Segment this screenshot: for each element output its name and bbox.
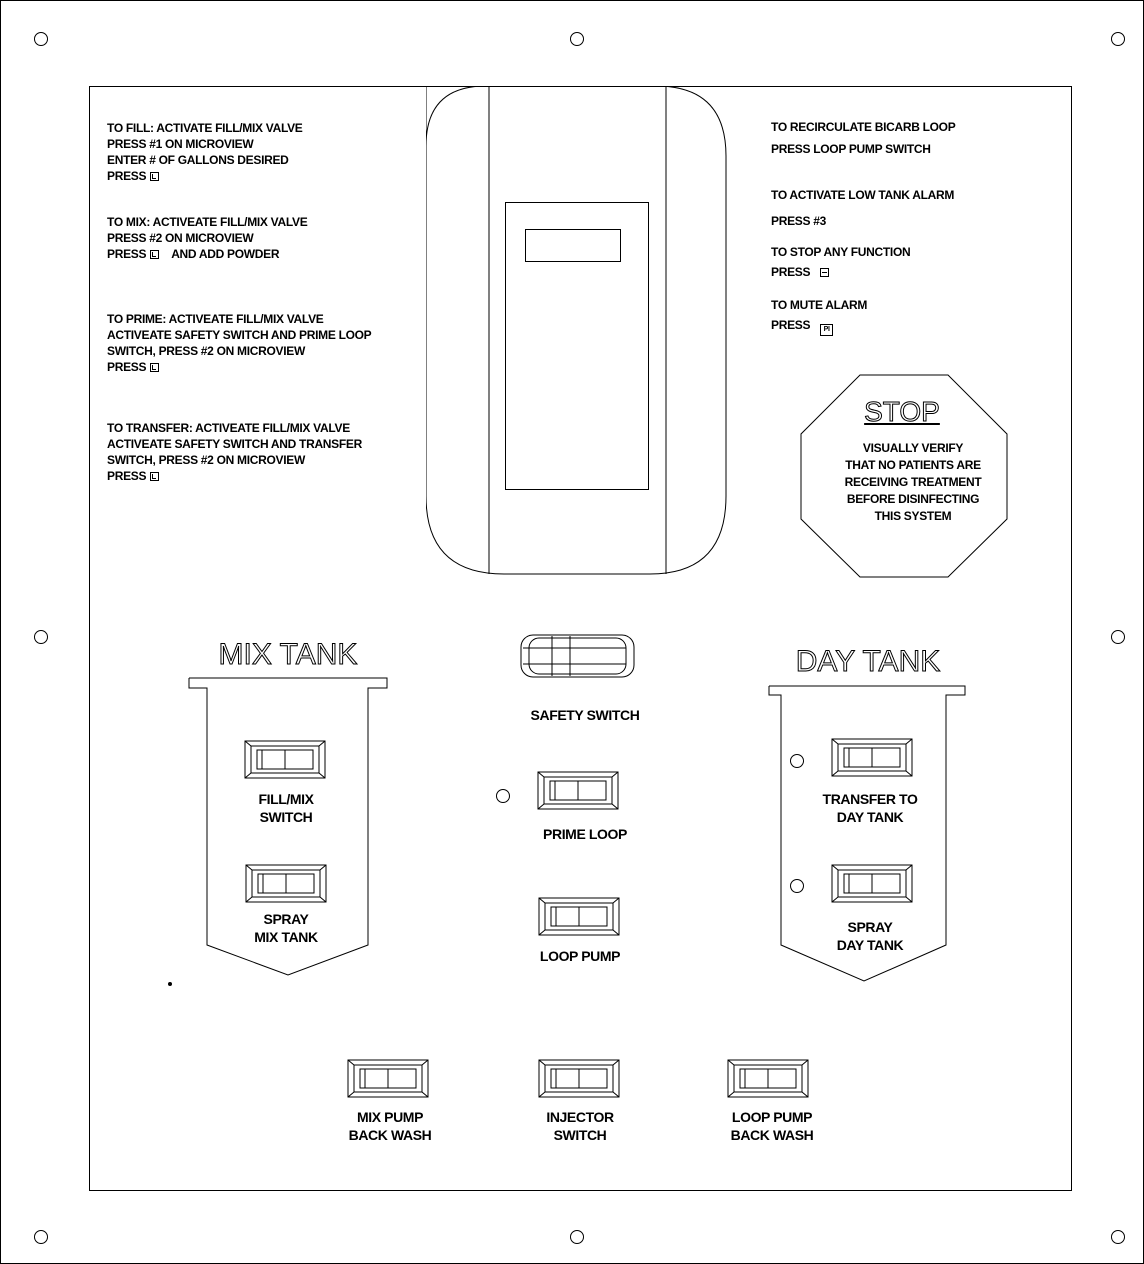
screw-icon bbox=[1111, 630, 1125, 644]
rocker-switch-icon bbox=[537, 771, 619, 810]
rocker-switch-icon bbox=[538, 1059, 620, 1098]
rocker-switch-icon bbox=[831, 738, 913, 777]
rocker-switch-icon bbox=[831, 864, 913, 903]
safety-switch-guard[interactable] bbox=[520, 634, 636, 680]
stop-sign-title: STOP bbox=[864, 396, 941, 428]
stop-function-instructions: TO STOP ANY FUNCTION PRESS bbox=[771, 245, 911, 279]
prime-loop-label: PRIME LOOP bbox=[543, 826, 627, 842]
screw-icon bbox=[1111, 32, 1125, 46]
mix-pump-back-wash-switch[interactable] bbox=[347, 1059, 429, 1098]
injector-switch[interactable] bbox=[538, 1059, 620, 1098]
rocker-switch-icon bbox=[538, 897, 620, 936]
enter-key-icon bbox=[150, 172, 160, 181]
mix-tank-outline bbox=[188, 677, 388, 976]
stop-sign-warning: VISUALLY VERIFY THAT NO PATIENTS ARE REC… bbox=[844, 441, 982, 523]
spray-mix-tank-switch[interactable] bbox=[245, 864, 327, 903]
loop-pump-switch[interactable] bbox=[538, 897, 620, 936]
screw-icon bbox=[570, 1230, 584, 1244]
microview-housing bbox=[426, 86, 727, 575]
screw-icon bbox=[1111, 1230, 1125, 1244]
fill-instructions: TO FILL: ACTIVATE FILL/MIX VALVE PRESS #… bbox=[107, 121, 303, 183]
rocker-switch-icon bbox=[347, 1059, 429, 1098]
microview-display bbox=[525, 229, 621, 262]
stop-sign-octagon bbox=[800, 374, 1008, 578]
fill-mix-switch[interactable] bbox=[244, 740, 326, 779]
marker-dot bbox=[168, 982, 172, 986]
transfer-instructions: TO TRANSFER: ACTIVEATE FILL/MIX VALVE AC… bbox=[107, 421, 362, 483]
day-tank-outline bbox=[768, 685, 966, 982]
mix-tank-title: MIX TANK bbox=[218, 638, 358, 672]
screw-icon bbox=[570, 32, 584, 46]
microview-keypad[interactable] bbox=[505, 202, 649, 490]
enter-key-icon bbox=[150, 472, 160, 481]
screw-icon bbox=[34, 1230, 48, 1244]
prime-instructions: TO PRIME: ACTIVEATE FILL/MIX VALVE ACTIV… bbox=[107, 312, 372, 374]
enter-key-icon bbox=[150, 250, 160, 259]
transfer-to-day-tank-switch[interactable] bbox=[831, 738, 913, 777]
transfer-indicator-icon bbox=[790, 754, 804, 768]
screw-icon bbox=[34, 630, 48, 644]
safety-switch-label: SAFETY SWITCH bbox=[530, 707, 640, 723]
loop-pump-label: LOOP PUMP bbox=[539, 948, 621, 964]
low-tank-alarm-instructions: TO ACTIVATE LOW TANK ALARM PRESS #3 bbox=[771, 188, 955, 228]
mix-instructions: TO MIX: ACTIVEATE FILL/MIX VALVE PRESS #… bbox=[107, 215, 308, 261]
prime-loop-indicator-icon bbox=[496, 789, 510, 803]
spray-day-indicator-icon bbox=[790, 879, 804, 893]
recirculate-instructions: TO RECIRCULATE BICARB LOOP PRESS LOOP PU… bbox=[771, 120, 956, 156]
stop-key-icon bbox=[820, 268, 830, 277]
prime-loop-switch[interactable] bbox=[537, 771, 619, 810]
rocker-switch-icon bbox=[244, 740, 326, 779]
mute-key-icon: PI bbox=[820, 324, 834, 336]
rocker-switch-icon bbox=[727, 1059, 809, 1098]
loop-pump-back-wash-switch[interactable] bbox=[727, 1059, 809, 1098]
enter-key-icon bbox=[150, 363, 160, 372]
rocker-switch-icon bbox=[245, 864, 327, 903]
screw-icon bbox=[34, 32, 48, 46]
day-tank-title: DAY TANK bbox=[795, 645, 941, 679]
spray-day-tank-switch[interactable] bbox=[831, 864, 913, 903]
